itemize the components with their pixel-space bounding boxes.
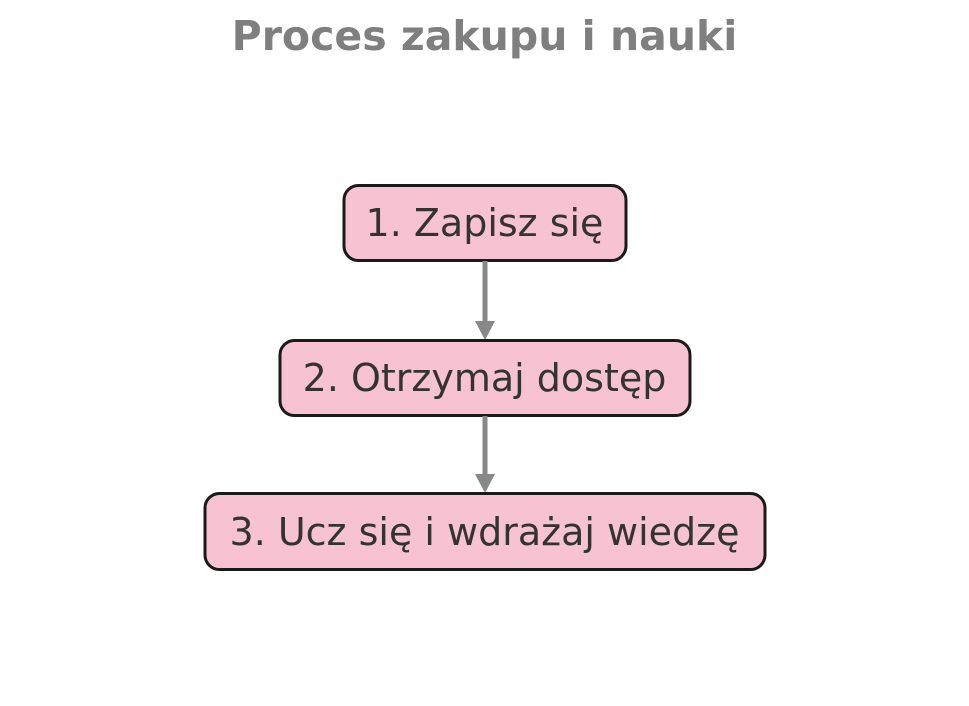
step-1-label: 1. Zapisz się [365,201,604,245]
flow-arrow-down-icon [474,416,495,493]
step-3-label: 3. Ucz się i wdrażaj wiedzę [229,509,740,554]
step-box-1: 1. Zapisz się [342,184,627,262]
flow-arrow-down-icon [474,261,495,340]
step-box-2: 2. Otrzymaj dostęp [278,339,691,417]
step-2-label: 2. Otrzymaj dostęp [302,356,667,400]
diagram-title: Proces zakupu i nauki [231,12,738,60]
step-box-3: 3. Ucz się i wdrażaj wiedzę [203,492,766,571]
